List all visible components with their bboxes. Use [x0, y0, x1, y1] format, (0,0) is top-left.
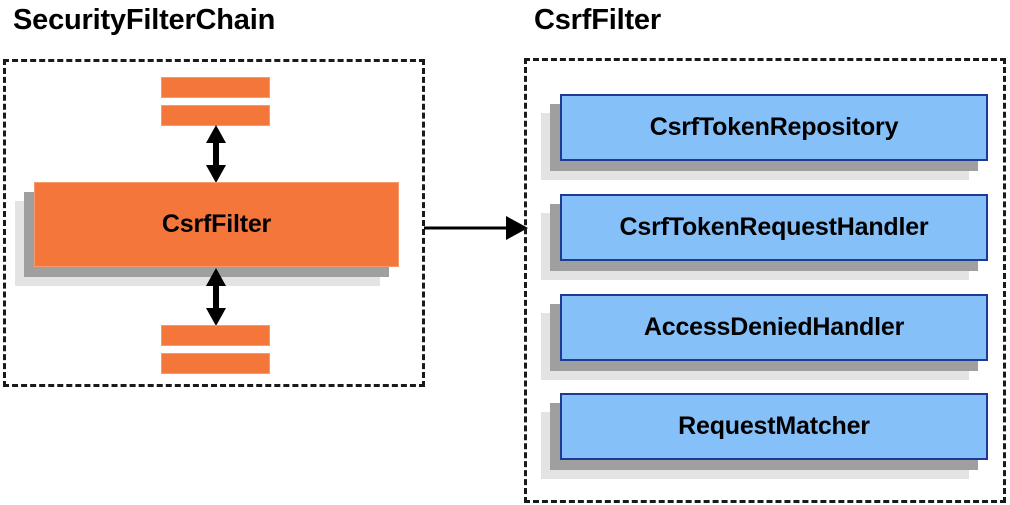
- component-face: CsrfTokenRequestHandler: [560, 194, 988, 261]
- filter-bar-below-1: [161, 325, 270, 346]
- component-label: CsrfTokenRepository: [649, 113, 899, 141]
- component-face: CsrfTokenRepository: [560, 94, 988, 161]
- component-csrf-filter[interactable]: CsrfFilter: [15, 182, 399, 286]
- component-csrf-token-repository[interactable]: CsrfTokenRepository: [541, 94, 988, 180]
- component-access-denied-handler[interactable]: AccessDeniedHandler: [541, 294, 988, 380]
- double-arrow-below: [206, 268, 226, 326]
- component-face: AccessDeniedHandler: [560, 294, 988, 361]
- component-face: CsrfFilter: [34, 182, 399, 267]
- panel-title-security-filter-chain: SecurityFilterChain: [13, 4, 276, 36]
- panel-security-filter-chain: [3, 59, 425, 387]
- filter-bar-above-1: [161, 77, 270, 98]
- component-label: RequestMatcher: [678, 412, 870, 440]
- filter-bar-below-2: [161, 353, 270, 374]
- component-request-matcher[interactable]: RequestMatcher: [541, 393, 988, 479]
- panel-csrf-filter: [524, 58, 1006, 503]
- double-arrow-above: [206, 125, 226, 183]
- connector-arrow-csrf-filter: [424, 216, 528, 240]
- panel-title-csrf-filter: CsrfFilter: [534, 4, 661, 36]
- component-label: AccessDeniedHandler: [643, 313, 905, 341]
- component-label: CsrfFilter: [161, 210, 272, 238]
- filter-bar-above-2: [161, 105, 270, 126]
- component-face: RequestMatcher: [560, 393, 988, 460]
- component-csrf-token-request-handler[interactable]: CsrfTokenRequestHandler: [541, 194, 988, 280]
- component-label: CsrfTokenRequestHandler: [619, 213, 929, 241]
